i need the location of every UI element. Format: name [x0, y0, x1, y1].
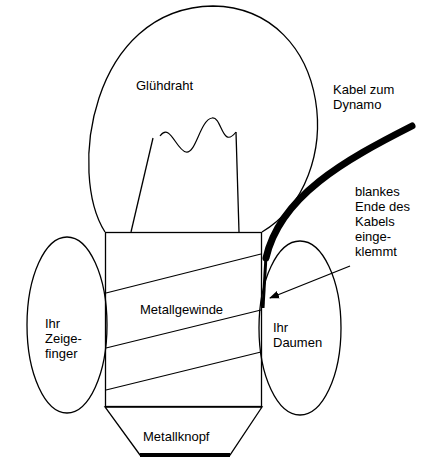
finger-ellipse: Ihr Zeige- finger [26, 236, 108, 414]
node-text: Ihr Zeige- finger [45, 316, 93, 361]
thread-line [106, 352, 261, 390]
finger-ellipse-outline [27, 237, 107, 413]
bulb-glass-outline [89, 6, 318, 232]
thread-base: Metallgewinde [105, 232, 262, 407]
node-text: Metallknopf [143, 429, 227, 444]
metal-contact: Metallknopf [105, 407, 262, 457]
thread-base-outline [106, 233, 262, 407]
metal-contact-outline [105, 407, 262, 455]
thumb-ellipse-shape [258, 240, 342, 416]
finger-ellipse-shape [26, 236, 108, 414]
bulb-glass: Glühdraht [88, 4, 338, 232]
node-text: Metallgewinde [138, 302, 225, 317]
cable-label: Kabel zum Dynamo [333, 82, 405, 112]
thread-base-shape [105, 232, 262, 407]
contact-bottom [140, 453, 230, 457]
filament-wire [236, 132, 239, 232]
thread-line [106, 254, 261, 293]
thumb-ellipse: Ihr Daumen [258, 240, 342, 416]
bulb-glass-shape [88, 4, 338, 232]
filament [160, 118, 236, 152]
filament-wire [131, 138, 153, 232]
node-text: Glühdraht [136, 78, 226, 93]
cable-end-label: blankes Ende des Kabels einge- klemmt [355, 184, 423, 259]
thumb-ellipse-outline [259, 241, 341, 415]
node-text: Ihr Daumen [273, 320, 331, 350]
